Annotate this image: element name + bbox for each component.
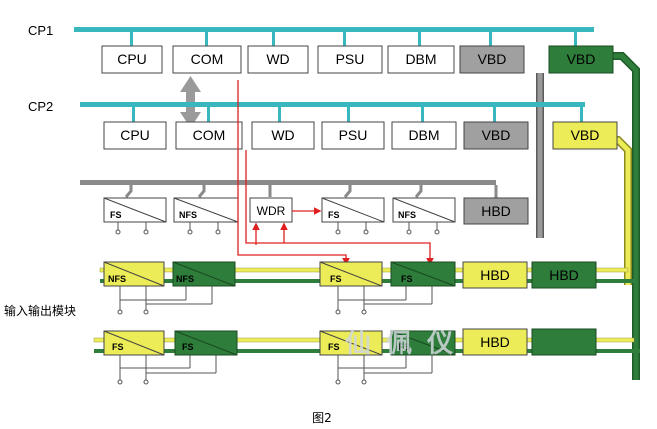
cp2-bus: CP2 <box>28 99 585 122</box>
row5-fs-yellow-module: FS <box>103 330 165 356</box>
row4-fs-yellow-module: FS <box>319 261 383 287</box>
row3-modules: FS NFS WDR FS NFS HBD <box>103 197 529 225</box>
svg-text:COM: COM <box>193 127 226 143</box>
svg-text:CPU: CPU <box>117 51 147 67</box>
svg-text:VBD: VBD <box>482 127 511 143</box>
cp2-psu-module: PSU <box>321 121 385 150</box>
svg-text:WDR: WDR <box>257 204 286 218</box>
svg-text:HBD: HBD <box>481 203 511 219</box>
row5-fs-green-module: FS <box>174 330 238 356</box>
watermark-text: 仙 佩 仪 <box>345 329 456 359</box>
row3-nfs-module-2: NFS <box>392 197 456 223</box>
svg-text:FS: FS <box>182 342 194 352</box>
figure-caption: 图2 <box>312 411 332 425</box>
svg-text:WD: WD <box>266 51 289 67</box>
svg-text:FS: FS <box>112 342 124 352</box>
row4-nfs-green-module: NFS <box>172 261 236 287</box>
cp2-modules: CPU COM WD PSU DBM VBD VBD <box>103 121 618 150</box>
svg-text:FS: FS <box>328 342 340 352</box>
row4-hbd-green-module: HBD <box>531 261 597 289</box>
cp1-dbm-module: DBM <box>387 45 455 74</box>
row3-hbd-module: HBD <box>463 197 529 225</box>
row5-hbd-green-stub <box>531 328 597 356</box>
row3-fs-module: FS <box>103 197 167 223</box>
row5-fs-green-module-2: FS <box>390 330 456 356</box>
row3-nfs-module: NFS <box>173 197 239 223</box>
svg-text:NFS: NFS <box>398 210 416 220</box>
svg-text:VBD: VBD <box>571 127 600 143</box>
cp1-cpu-module: CPU <box>101 45 163 74</box>
svg-text:PSU: PSU <box>339 127 368 143</box>
svg-text:HBD: HBD <box>549 267 579 283</box>
cp2-dbm-module: DBM <box>391 121 457 150</box>
svg-text:COM: COM <box>191 51 224 67</box>
svg-text:CPU: CPU <box>120 127 150 143</box>
row4-terminals <box>117 286 433 315</box>
cp2-label: CP2 <box>28 99 53 114</box>
row3-terminals <box>115 222 440 235</box>
cp1-bus: CP1 <box>28 23 594 46</box>
row5-modules: FS FS FS FS HBD <box>103 328 597 356</box>
svg-text:FS: FS <box>328 210 340 220</box>
cp1-label: CP1 <box>28 23 53 38</box>
svg-text:WD: WD <box>271 127 294 143</box>
svg-text:FS: FS <box>401 274 413 284</box>
svg-text:PSU: PSU <box>336 51 365 67</box>
cp1-psu-module: PSU <box>317 45 383 74</box>
row4-hbd-yellow-module: HBD <box>462 261 528 289</box>
cp1-vbd-gray-module: VBD <box>459 45 525 74</box>
svg-text:DBM: DBM <box>405 51 436 67</box>
svg-text:FS: FS <box>398 342 410 352</box>
svg-text:FS: FS <box>330 274 342 284</box>
cp1-wd-module: WD <box>247 45 309 74</box>
svg-text:DBM: DBM <box>408 127 439 143</box>
cp2-vbd-yellow-module: VBD <box>552 121 618 150</box>
cp2-cpu-module: CPU <box>103 121 167 150</box>
row5-terminals <box>117 355 433 385</box>
cp2-com-module: COM <box>175 121 243 150</box>
row3-fs-module-2: FS <box>321 197 385 223</box>
row5-hbd-yellow-module: HBD <box>462 328 528 356</box>
svg-text:NFS: NFS <box>108 274 126 284</box>
cp2-vbd-gray-module: VBD <box>463 121 529 150</box>
svg-text:FS: FS <box>110 210 122 220</box>
row3-wdr-module: WDR <box>249 197 293 223</box>
row4-modules: NFS NFS FS FS HBD HBD <box>103 261 597 289</box>
cp1-modules: CPU COM WD PSU DBM VBD VBD <box>101 45 614 74</box>
cp2-wd-module: WD <box>251 121 315 150</box>
row5-fs-yellow-module-2: FS <box>319 330 383 356</box>
svg-text:HBD: HBD <box>480 334 510 350</box>
cp1-vbd-green-module: VBD <box>548 45 614 74</box>
svg-text:HBD: HBD <box>480 267 510 283</box>
svg-text:VBD: VBD <box>567 51 596 67</box>
cp1-com-module: COM <box>172 45 242 74</box>
svg-text:NFS: NFS <box>179 210 197 220</box>
row4-nfs-yellow-module: NFS <box>103 261 165 287</box>
watchdog-signal-lines <box>237 80 434 266</box>
row4-fs-green-module: FS <box>390 261 456 287</box>
row3-bus <box>80 180 498 198</box>
io-module-label: 输入输出模块 <box>4 303 76 318</box>
svg-text:VBD: VBD <box>478 51 507 67</box>
svg-text:NFS: NFS <box>176 274 194 284</box>
